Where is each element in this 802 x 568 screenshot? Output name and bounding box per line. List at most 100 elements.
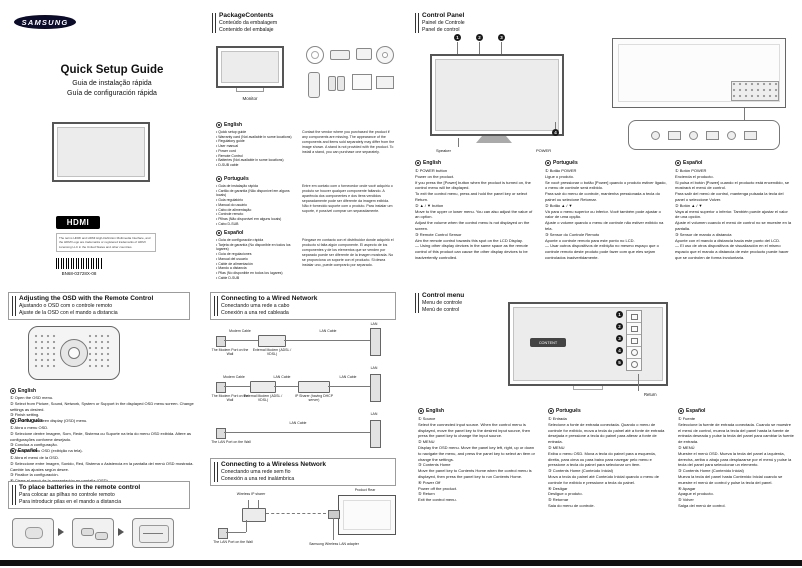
section-title-pt: Menu de controle <box>422 300 463 307</box>
hdmi-trademark-note: The terms HDMI and HDMI High-Definition … <box>56 233 156 253</box>
external-modem-icon <box>250 381 276 393</box>
language-icon <box>216 122 222 128</box>
lan-cable-line <box>328 386 370 387</box>
wall-lan-label: The LAN Port on the Wall <box>213 540 253 544</box>
section-title-pt: Ajustando o OSD com o controle remoto <box>19 303 113 310</box>
control-menu-text-es: ① Fuente Seleccione la fuente de entrada… <box>678 416 794 508</box>
language-icon <box>216 176 222 182</box>
language-label: Português <box>553 160 578 166</box>
package-item: Pilhas (Não disponível em alguns locais) <box>216 217 296 222</box>
section-title-pt: Conectando uma rede sem fio <box>221 469 291 476</box>
modem-cable-label: Modem Cable <box>223 375 245 379</box>
package-item: Warranty card (Not available in some loc… <box>216 135 296 140</box>
section-title-en: To place batteries in the remote control <box>19 484 141 491</box>
cover-title-en: Quick Setup Guide <box>60 64 164 76</box>
lan-cable-label: LAN Cable <box>273 375 291 379</box>
wall-modem-label: The Modem Port on the Wall <box>211 394 249 403</box>
package-item: Guia regulatório <box>216 198 296 203</box>
section-title-es: Menú de control <box>422 307 460 314</box>
language-label: Español <box>18 448 38 454</box>
language-header-en: English <box>418 408 444 414</box>
port-icon <box>668 130 681 140</box>
language-label: English <box>423 160 442 166</box>
battery-cell <box>328 76 336 91</box>
remote-button-grid <box>88 334 112 370</box>
return-leader <box>638 374 639 391</box>
language-icon <box>548 408 554 414</box>
language-header-pt: Português <box>216 176 249 182</box>
language-label: English <box>426 408 445 414</box>
package-note-en: Contact the vendor where you purchased t… <box>302 130 395 155</box>
package-list-pt: Guia de instalação rápida Cartão de gara… <box>216 184 296 226</box>
language-header-en: English <box>216 122 242 128</box>
callout-2: 2 <box>476 34 483 41</box>
language-label: English <box>224 122 243 128</box>
language-header-es: Español <box>10 448 37 454</box>
language-header-en: English <box>415 160 441 166</box>
package-item: Cartão de garantia (Não disponível em al… <box>216 189 296 198</box>
wireless-router-icon <box>242 508 266 522</box>
language-label: Español <box>224 230 244 236</box>
lan-port-label: LAN <box>370 366 378 370</box>
section-header-package: PackageContents Conteúdo da embalagem Co… <box>212 12 389 34</box>
rear-port-strip <box>731 81 779 101</box>
wall-lan-port-icon <box>218 528 228 539</box>
wireless-network-diagram: Product Rear Samsung Wireless LAN adapte… <box>212 488 400 556</box>
callout-1: 1 <box>616 311 623 318</box>
arrow-right-icon <box>58 528 64 536</box>
language-icon <box>418 408 424 414</box>
language-header-pt: Português <box>545 160 578 166</box>
callout-1: 1 <box>454 34 461 41</box>
callout-5: 5 <box>616 359 623 366</box>
language-label: Español <box>683 160 703 166</box>
adapter-leader <box>333 518 334 540</box>
warranty-card-icon <box>376 76 394 89</box>
modem-cable-label: Modem Cable <box>229 329 251 333</box>
callout-leader <box>457 42 458 54</box>
modem-cable-line <box>224 340 258 341</box>
language-header-es: Español <box>216 230 243 236</box>
section-title-en: Control Panel <box>422 12 465 19</box>
language-label: Português <box>224 176 249 182</box>
zoom-leader <box>744 108 745 120</box>
monitor-stand <box>236 88 264 92</box>
lan-cable-line <box>226 532 246 533</box>
rear-ports-zoom <box>628 120 780 150</box>
cd-hole <box>382 52 388 58</box>
menu-item-return-icon <box>627 359 641 370</box>
section-header-osd: Adjusting the OSD with the Remote Contro… <box>8 292 190 320</box>
section-title-en: PackageContents <box>219 12 274 19</box>
language-icon <box>10 388 16 394</box>
package-item: Guía de configuración rápida <box>216 238 296 243</box>
document-code: BN68-03728X-08 <box>61 271 97 276</box>
speaker-leader <box>458 138 459 147</box>
callout-leader <box>555 122 556 129</box>
language-icon <box>10 448 16 454</box>
cover-product-image <box>52 122 150 182</box>
lan-cable-line <box>224 432 370 433</box>
lan-cable-line <box>274 386 298 387</box>
section-title-es: Conexión a una red cableada <box>221 310 289 317</box>
section-title-en: Control menu <box>422 292 465 299</box>
language-header-es: Español <box>675 160 702 166</box>
package-item: Cable D-SUB <box>216 276 296 281</box>
control-panel-text-es: ① Botón POWER Encienda el producto. Si p… <box>675 168 792 260</box>
wall-modem-port-icon <box>216 382 226 393</box>
package-item: Guia de instalação rápida <box>216 184 296 189</box>
accessories-image <box>300 44 396 118</box>
callout-3: 3 <box>616 335 623 342</box>
control-menu-strip <box>626 310 642 371</box>
package-item: Power cord <box>216 149 296 154</box>
product-rear-inner <box>343 500 391 530</box>
menu-item-menu-icon <box>627 323 641 335</box>
package-item: Tarjeta de garantía (No disponible en to… <box>216 243 296 252</box>
wall-lan-port-icon <box>216 428 226 439</box>
language-header-pt: Português <box>548 408 581 414</box>
control-menu-diagram: CONTENT 1 2 3 4 5 Return <box>488 298 702 404</box>
package-item: Batteries (Not available in some locatio… <box>216 158 296 163</box>
ip-sharer-icon <box>298 381 330 393</box>
package-item: D-SUB cable <box>216 163 296 168</box>
package-monitor-screen <box>221 51 279 83</box>
lan-port-label: LAN <box>370 322 378 326</box>
